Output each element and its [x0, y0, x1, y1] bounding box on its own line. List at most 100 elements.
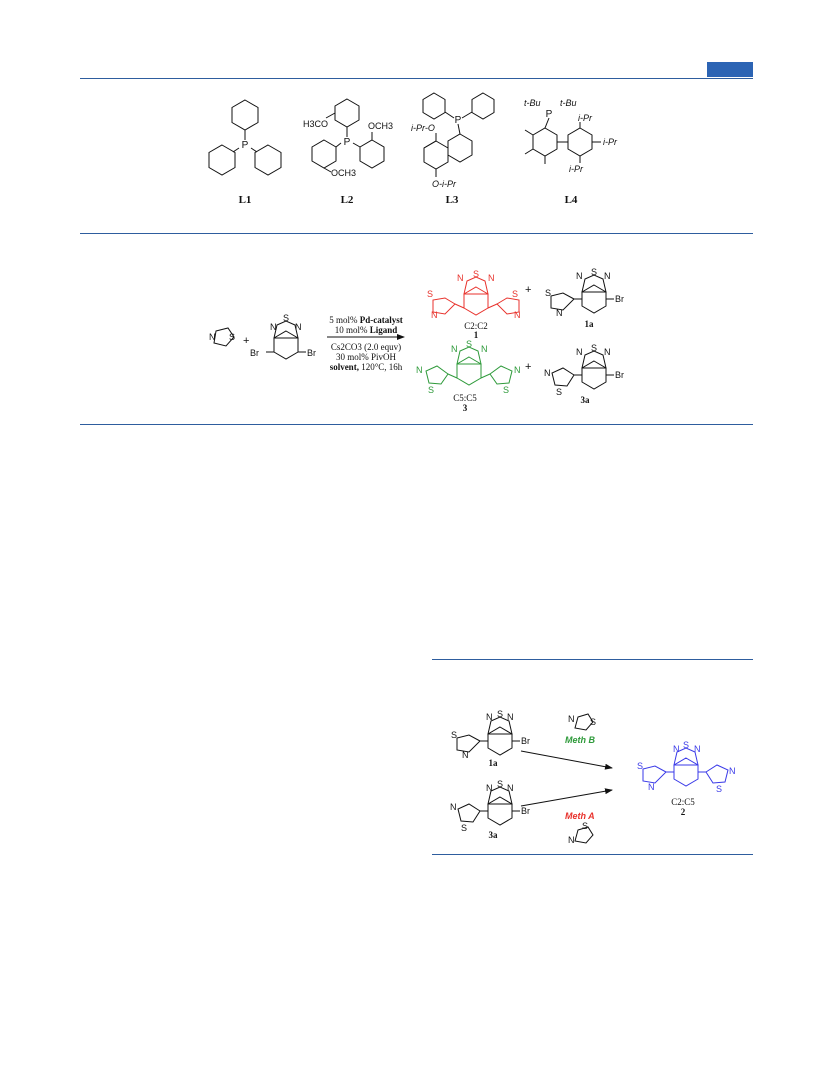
- svg-text:N: N: [568, 714, 575, 724]
- product-3a-Br: Br: [615, 370, 624, 380]
- svg-text:N: N: [451, 344, 458, 354]
- product-2-number: 2: [681, 807, 686, 817]
- btd-Br2: Br: [307, 348, 316, 358]
- L1-phosphorus: P: [242, 140, 249, 151]
- product-3-name: C5:C5: [453, 393, 477, 403]
- svg-text:N: N: [514, 365, 521, 375]
- scheme1-bottom-rule: [80, 424, 753, 425]
- plus-1: +: [525, 284, 531, 296]
- svg-text:S: S: [461, 823, 467, 833]
- L2-methoxy-1: H3CO: [303, 119, 328, 129]
- reactant-thiazole: N S: [209, 327, 235, 347]
- ligand-L3: P i-Pr-O O-i-Pr L3: [411, 92, 495, 206]
- svg-text:S: S: [683, 740, 689, 750]
- L2-phosphorus: P: [344, 137, 351, 148]
- L4-phosphorus: P: [546, 109, 553, 120]
- svg-text:S: S: [637, 761, 643, 771]
- ligand-L4: P t-Bu t-Bu i-Pr i-Pr i-Pr L4: [524, 98, 618, 206]
- scheme2-sm-1a: S N N S N Br: [451, 709, 530, 760]
- svg-text:S: S: [591, 343, 597, 353]
- svg-text:N: N: [604, 347, 611, 357]
- svg-text:S: S: [590, 717, 596, 727]
- svg-text:30 mol% PivOH: 30 mol% PivOH: [336, 352, 397, 362]
- svg-text:N: N: [416, 365, 423, 375]
- method-a-arrow: [520, 788, 613, 807]
- method-b-thiazole: N S: [568, 713, 596, 731]
- svg-text:S: S: [497, 779, 503, 789]
- svg-text:10 mol% Ligand: 10 mol% Ligand: [335, 325, 398, 335]
- L4-tbutyl-1: t-Bu: [524, 98, 541, 108]
- svg-text:N: N: [486, 783, 493, 793]
- thiazole-N: N: [209, 332, 216, 342]
- scheme2-1a-number: 1a: [489, 758, 499, 768]
- scheme2-sm-3a: S N N N S Br: [450, 779, 530, 833]
- scheme2-1a-Br: Br: [521, 736, 530, 746]
- svg-text:S: S: [473, 269, 479, 279]
- scheme2-3a-Br: Br: [521, 806, 530, 816]
- svg-text:N: N: [488, 273, 495, 283]
- svg-text:N: N: [457, 273, 464, 283]
- btd-N2: N: [295, 322, 302, 332]
- product-1-C2C2: S N N S N S N: [427, 269, 521, 320]
- svg-text:N: N: [486, 712, 493, 722]
- L3-phosphorus: P: [455, 115, 462, 126]
- scheme2-3a-number: 3a: [489, 830, 499, 840]
- svg-text:S: S: [428, 385, 434, 395]
- svg-text:S: S: [466, 339, 472, 349]
- svg-text:N: N: [673, 744, 680, 754]
- product-1-name: C2:C2: [464, 321, 488, 331]
- svg-text:S: S: [545, 288, 551, 298]
- product-3-number: 3: [463, 403, 468, 413]
- svg-text:N: N: [481, 344, 488, 354]
- svg-text:S: S: [591, 267, 597, 277]
- L2-methoxy-3: OCH3: [331, 168, 356, 178]
- ligand-label-L4: L4: [565, 194, 578, 206]
- header-rule: [80, 78, 753, 79]
- svg-text:5 mol% Pd-catalyst: 5 mol% Pd-catalyst: [329, 315, 403, 325]
- L4-isopropyl-3: i-Pr: [569, 164, 584, 174]
- reaction-plus: +: [243, 335, 249, 347]
- method-a-label: Meth A: [565, 811, 595, 821]
- svg-text:S: S: [716, 784, 722, 794]
- svg-text:Cs2CO3 (2.0 equv): Cs2CO3 (2.0 equv): [331, 342, 401, 352]
- ligand-L1: P L1: [208, 99, 282, 206]
- btd-N1: N: [270, 322, 277, 332]
- product-3a-number: 3a: [581, 395, 591, 405]
- svg-text:N: N: [576, 271, 583, 281]
- svg-text:S: S: [582, 821, 588, 831]
- svg-text:N: N: [648, 782, 655, 792]
- L4-isopropyl-2: i-Pr: [603, 137, 618, 147]
- L4-tbutyl-2: t-Bu: [560, 98, 577, 108]
- svg-text:N: N: [729, 766, 736, 776]
- svg-text:N: N: [431, 310, 438, 320]
- svg-text:N: N: [507, 783, 514, 793]
- product-3a: S N N N S Br: [544, 343, 624, 397]
- svg-text:N: N: [568, 835, 575, 845]
- svg-text:solvent, 120°C, 16h: solvent, 120°C, 16h: [330, 362, 403, 372]
- svg-text:S: S: [512, 289, 518, 299]
- scheme2-product-2: S N N S N N S: [637, 740, 736, 794]
- L3-isopropoxy-2: O-i-Pr: [432, 179, 457, 189]
- svg-text:N: N: [576, 347, 583, 357]
- ligand-label-L1: L1: [239, 194, 252, 206]
- svg-text:N: N: [507, 712, 514, 722]
- product-1a: S N N S N Br: [545, 267, 624, 318]
- ligand-L2: P H3CO OCH3 OCH3 L2: [303, 98, 393, 206]
- btd-S: S: [283, 313, 289, 323]
- L4-isopropyl-1: i-Pr: [578, 113, 593, 123]
- svg-text:N: N: [694, 744, 701, 754]
- method-b-arrow: [520, 750, 613, 770]
- svg-text:N: N: [462, 750, 469, 760]
- svg-text:S: S: [497, 709, 503, 719]
- ligand-label-L2: L2: [341, 194, 354, 206]
- reactant-dibromo-btd: S N N Br Br: [250, 313, 316, 360]
- svg-text:N: N: [450, 802, 457, 812]
- svg-text:S: S: [556, 387, 562, 397]
- ligand-label-L3: L3: [446, 194, 459, 206]
- scheme1-top-rule: [80, 233, 753, 234]
- product-3-C5C5: S N N N S N S: [416, 339, 521, 395]
- thiazole-S: S: [229, 332, 235, 342]
- btd-Br1: Br: [250, 348, 259, 358]
- svg-text:S: S: [503, 385, 509, 395]
- svg-text:S: S: [451, 730, 457, 740]
